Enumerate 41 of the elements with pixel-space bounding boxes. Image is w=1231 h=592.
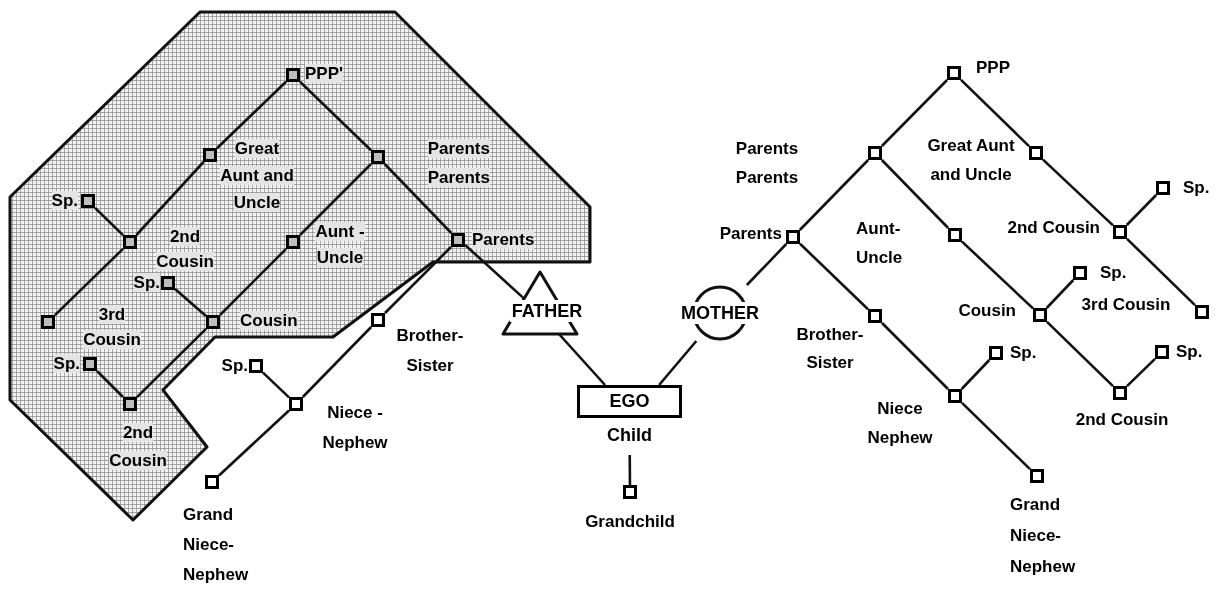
ego-box: EGO <box>577 385 682 418</box>
connector-line <box>299 163 372 236</box>
connector-line <box>628 455 632 485</box>
connector-line <box>961 240 1034 310</box>
connector-line <box>219 248 287 316</box>
kin-label: Sp. <box>132 272 160 294</box>
kin-label: Sp. <box>52 353 80 375</box>
symbol-label: MOTHER <box>679 302 761 324</box>
kin-label: Parents <box>472 229 536 251</box>
connector-line <box>881 322 949 390</box>
connector-line <box>880 159 950 229</box>
connector-line <box>1125 194 1158 226</box>
connector-line <box>262 371 290 399</box>
connector-line <box>960 359 991 390</box>
connector-line <box>558 333 606 386</box>
connector-line <box>136 328 207 398</box>
connector-line <box>384 246 452 314</box>
symbol-label: FATHER <box>509 300 585 322</box>
connector-line <box>464 243 525 300</box>
connector-line <box>299 80 372 152</box>
connector-line <box>1126 357 1156 388</box>
connector-line <box>301 326 373 398</box>
kin-label: PPP' <box>305 63 345 85</box>
kin-label: Cousin <box>240 310 299 332</box>
connector-line <box>383 163 453 234</box>
kin-label: Sp. <box>50 190 78 212</box>
connector-line <box>1045 279 1075 309</box>
connector-line <box>799 242 869 311</box>
connector-line <box>960 78 1030 148</box>
connector-line <box>216 80 287 150</box>
connector-line <box>798 159 870 231</box>
connector-line <box>1042 158 1114 227</box>
connector-line <box>218 409 290 477</box>
connector-line <box>881 79 948 147</box>
connector-line <box>1126 237 1196 307</box>
connector-line <box>1046 320 1114 388</box>
connector-line <box>54 247 124 317</box>
connector-line <box>745 243 788 286</box>
connector-line <box>658 340 698 386</box>
connector-line <box>135 161 205 236</box>
connector-line <box>961 401 1031 471</box>
